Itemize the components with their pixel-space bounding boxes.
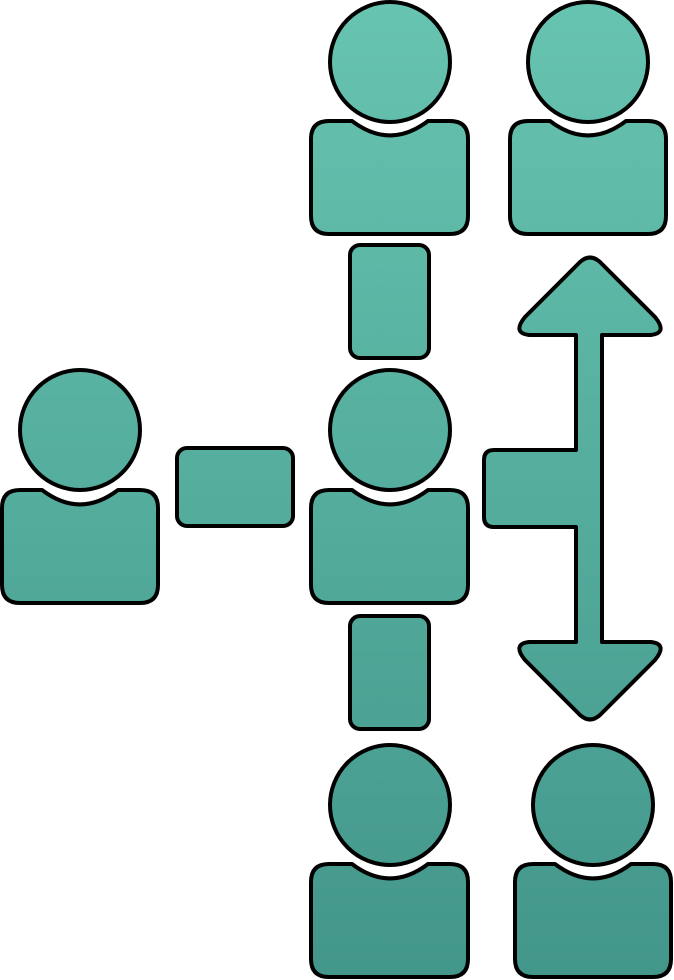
- person-middle-center-body: [309, 488, 470, 605]
- person-middle-center: [309, 368, 470, 605]
- connector-horizontal-left: [175, 446, 295, 528]
- person-bottom-right-head: [531, 743, 655, 867]
- person-top-right-head: [526, 0, 650, 124]
- double-headed-arrow-icon: [482, 255, 663, 722]
- connector-vertical-upper: [348, 243, 431, 360]
- person-top-center-body: [309, 119, 470, 236]
- person-left-head: [18, 368, 142, 492]
- connectors-group: [175, 243, 431, 731]
- person-left-body: [0, 488, 160, 605]
- person-left: [0, 368, 160, 605]
- person-top-center: [309, 0, 470, 236]
- person-middle-center-head: [328, 368, 452, 492]
- person-top-right-body: [508, 119, 668, 236]
- person-bottom-center: [309, 743, 470, 979]
- person-bottom-right-body: [513, 862, 673, 979]
- person-bottom-center-body: [309, 862, 470, 979]
- person-top-right: [508, 0, 668, 236]
- person-bottom-center-head: [328, 743, 452, 867]
- connector-vertical-lower: [348, 614, 431, 731]
- person-bottom-right: [513, 743, 673, 979]
- person-top-center-head: [328, 0, 452, 124]
